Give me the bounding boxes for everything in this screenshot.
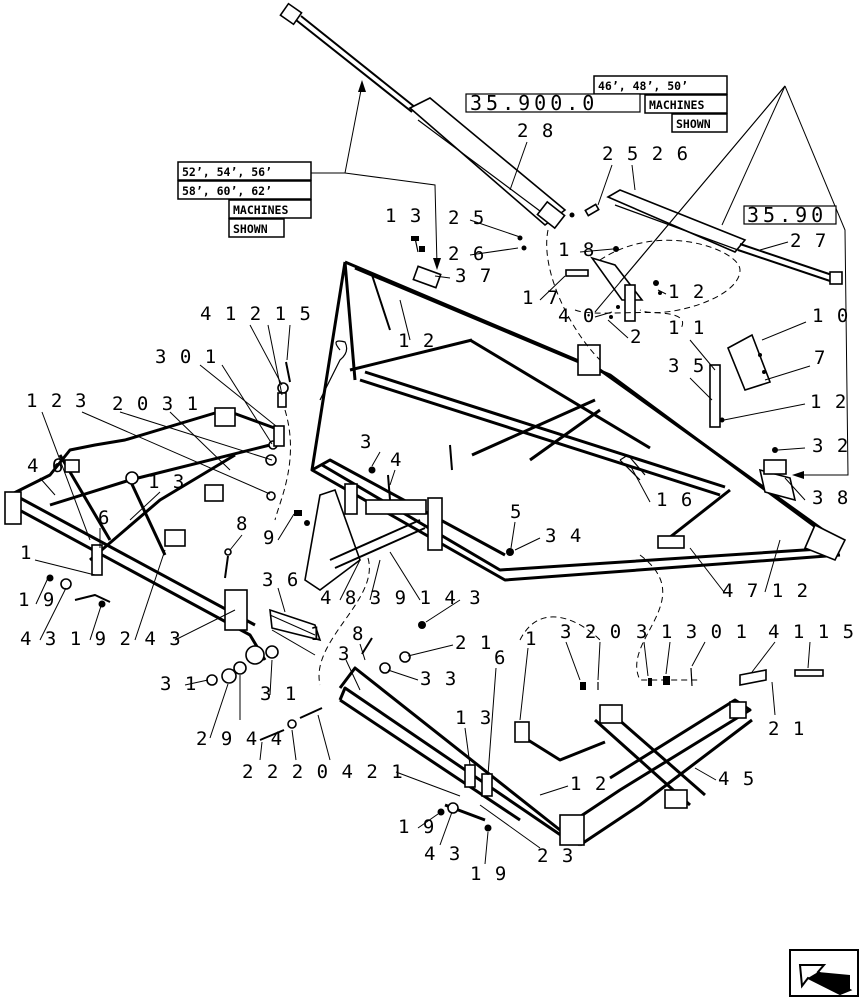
- part-number-label: 1 2: [398, 330, 435, 352]
- part-number-label: 2 2 2 0 4 2 1: [242, 761, 404, 783]
- reference-link-right[interactable]: 35.90: [747, 203, 827, 227]
- part-number-label: 3 2: [812, 435, 849, 457]
- part-number-label: 4 6: [27, 455, 64, 477]
- part-number-label: 2 3: [537, 845, 574, 867]
- part-number-label: 6: [494, 647, 506, 669]
- callout-right-line1: 46’, 48’, 50’: [598, 79, 688, 93]
- part-number-label: 3: [75, 390, 87, 412]
- part-number-label: 2 1: [768, 718, 805, 740]
- part-number-label: 3 1: [260, 683, 297, 705]
- part-number-label: 3 4: [545, 525, 582, 547]
- part-number-label: 4 5: [718, 768, 755, 790]
- part-number-label: 3 5: [668, 355, 705, 377]
- part-number-label: 1 2: [668, 281, 705, 303]
- callout-right-line3: SHOWN: [676, 117, 711, 131]
- part-number-label: 4 3: [424, 843, 461, 865]
- callout-left-line2: 58’, 60’, 62’: [182, 184, 272, 198]
- leader-lines: [34, 141, 811, 865]
- part-number-label: 3 0 1: [155, 346, 217, 368]
- part-number-label: 1 3: [385, 205, 422, 227]
- callout-46-50-machines: 46’, 48’, 50’ MACHINES SHOWN: [593, 75, 728, 133]
- part-number-label: 3 2 0: [560, 621, 622, 643]
- part-number-label: 3 1: [160, 673, 197, 695]
- callout-52-62-machines: 52’, 54’, 56’ 58’, 60’, 62’ MACHINES SHO…: [177, 161, 312, 238]
- left-wing-frame: [4, 407, 281, 665]
- part-number-label: 3: [338, 643, 350, 665]
- part-number-label: 1 9: [398, 816, 435, 838]
- part-number-label: 4 0: [558, 305, 595, 327]
- part-number-label: 1 9: [470, 863, 507, 885]
- part-number-label: 4 8 3 9 1 4 3: [320, 587, 482, 609]
- part-number-label: 3: [360, 431, 372, 453]
- part-number-label: 5: [510, 501, 522, 523]
- callout-leaders: [311, 80, 849, 479]
- part-number-label: 1 2: [570, 773, 607, 795]
- part-number-label: 8: [352, 623, 364, 645]
- part-number-label: 4: [390, 449, 402, 471]
- part-number-label: 3 7: [455, 265, 492, 287]
- reference-box-right[interactable]: 35.90: [743, 203, 837, 227]
- part-number-label: 1 2: [26, 390, 63, 412]
- part-number-label: 7: [814, 347, 826, 369]
- part-number-label: 4 7 1 2: [722, 580, 809, 602]
- part-number-label: 6: [98, 507, 110, 529]
- dashed-assembly-lines: [274, 229, 741, 686]
- part-number-label: 1 3: [148, 471, 185, 493]
- part-number-label: 2 8: [517, 120, 554, 142]
- reference-box-top[interactable]: 35.900.0: [465, 91, 641, 115]
- part-number-label: 1 2: [810, 391, 847, 413]
- callout-left-line1: 52’, 54’, 56’: [182, 165, 272, 179]
- part-number-label: 1 9: [18, 589, 55, 611]
- callout-right-line2: MACHINES: [649, 98, 704, 112]
- part-number-label: 2 5: [448, 207, 485, 229]
- part-number-label: 3 6: [262, 569, 299, 591]
- part-number-label: 1 1: [668, 317, 705, 339]
- hydraulic-cylinder-27: [606, 189, 843, 285]
- part-number-label: 1 6: [656, 489, 693, 511]
- hydraulic-cylinder-28: [279, 2, 567, 230]
- part-number-label: 3 8: [812, 487, 849, 509]
- part-number-label: 4 1 1 5: [768, 621, 855, 643]
- part-number-label: 1 0: [812, 305, 849, 327]
- hardware: [46, 203, 824, 832]
- part-number-label: 4 1 2 1 5: [200, 303, 312, 325]
- part-number-label: 4 3 1 9 2 4 3: [20, 628, 182, 650]
- part-number-label: 1 7: [522, 287, 559, 309]
- part-number-label: 2 7: [790, 230, 827, 252]
- part-number-label: 9: [263, 527, 275, 549]
- part-number-label: 2: [630, 326, 642, 348]
- previous-page-arrow-icon[interactable]: [789, 949, 859, 997]
- part-number-label: 2 9 4 4: [196, 728, 283, 750]
- part-number-label: 1 8: [558, 239, 595, 261]
- main-frame: [304, 260, 847, 591]
- part-number-label: 2 0 3 1: [112, 393, 199, 415]
- part-number-label: 1: [310, 623, 322, 645]
- part-number-label: 1 3: [455, 707, 492, 729]
- part-number-label: 2 6: [448, 243, 485, 265]
- part-number-label: 1: [525, 628, 537, 650]
- part-number-label: 3 3: [420, 668, 457, 690]
- part-number-label: 2 5 2 6: [602, 143, 689, 165]
- reference-link-top[interactable]: 35.900.0: [470, 91, 598, 115]
- right-wing-frame: [338, 666, 753, 847]
- callout-left-line3: MACHINES: [233, 203, 288, 217]
- part-number-label: 3 1 3 0 1: [636, 621, 748, 643]
- part-number-label: 1: [20, 542, 32, 564]
- part-number-label: 8: [236, 513, 248, 535]
- callout-left-line4: SHOWN: [233, 222, 268, 236]
- part-number-label: 2 1: [455, 632, 492, 654]
